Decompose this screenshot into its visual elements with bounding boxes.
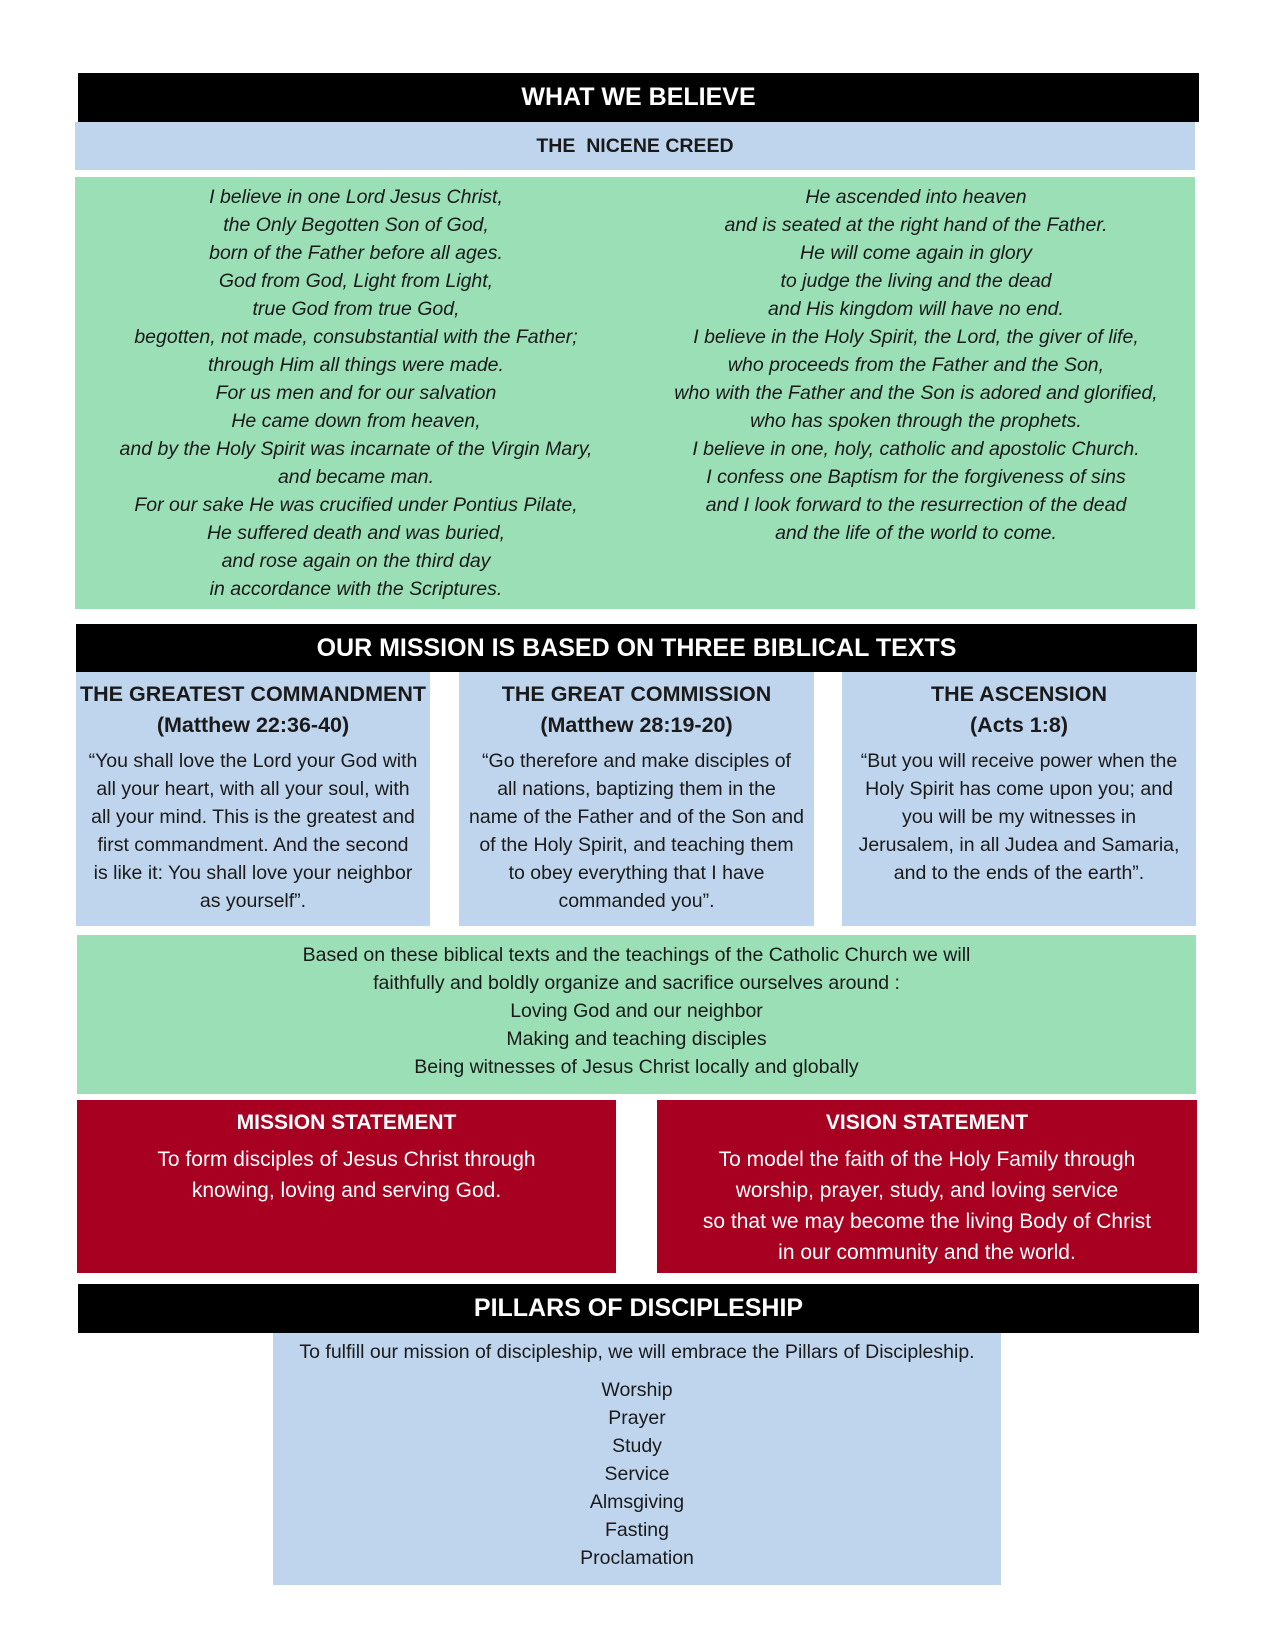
quote-line: of the Holy Spirit, and teaching them [479, 834, 794, 856]
pillars-header: PILLARS OF DISCIPLESHIP [78, 1284, 1199, 1333]
creed-left-column: I believe in one Lord Jesus Christ, the … [75, 183, 637, 603]
quote-line: to obey everything that I have [508, 862, 765, 884]
creed-line: and is seated at the right hand of the F… [724, 214, 1108, 236]
text-reference: (Acts 1:8) [970, 713, 1068, 737]
creed-line: For us men and for our salvation [215, 382, 497, 404]
quote-line: “But you will receive power when the [860, 750, 1178, 772]
creed-line: He came down from heaven, [231, 410, 481, 432]
mission-statement-text: To form disciples of Jesus Christ throug… [77, 1144, 616, 1206]
nicene-creed-panel: I believe in one Lord Jesus Christ, the … [75, 177, 1195, 609]
statement-line: To form disciples of Jesus Christ throug… [157, 1148, 536, 1171]
creed-line: in accordance with the Scriptures. [209, 578, 503, 600]
text-heading: THE ASCENSION [931, 682, 1107, 706]
summary-line: Based on these biblical texts and the te… [302, 944, 971, 966]
pillar-item: Almsgiving [589, 1491, 685, 1513]
summary-line: Being witnesses of Jesus Christ locally … [414, 1056, 859, 1078]
statement-line: To model the faith of the Holy Family th… [718, 1148, 1136, 1171]
quote-line: and to the ends of the earth”. [893, 862, 1145, 884]
creed-line: who with the Father and the Son is adore… [674, 382, 1158, 404]
text-quote: “But you will receive power when the Hol… [842, 747, 1196, 887]
text-reference: (Matthew 22:36-40) [156, 713, 350, 737]
quote-line: all nations, baptizing them in the [497, 778, 776, 800]
what-we-believe-header: WHAT WE BELIEVE [78, 73, 1199, 122]
creed-line: to judge the living and the dead [780, 270, 1052, 292]
ascension-box: THE ASCENSION (Acts 1:8) “But you will r… [842, 672, 1196, 926]
creed-line: I believe in the Holy Spirit, the Lord, … [693, 326, 1139, 348]
creed-line: and became man. [277, 466, 435, 488]
great-commission-box: THE GREAT COMMISSION (Matthew 28:19-20) … [459, 672, 814, 926]
quote-line: name of the Father and of the Son and [469, 806, 804, 828]
quote-line: is like it: You shall love your neighbor [93, 862, 413, 884]
creed-line: I confess one Baptism for the forgivenes… [706, 466, 1126, 488]
summary-line: Making and teaching disciples [506, 1028, 767, 1050]
statement-line: so that we may become the living Body of… [702, 1210, 1152, 1233]
mission-texts-title: OUR MISSION IS BASED ON THREE BIBLICAL T… [316, 633, 957, 662]
creed-right-column: He ascended into heaven and is seated at… [637, 183, 1195, 547]
quote-line: “Go therefore and make disciples of [482, 750, 791, 772]
creed-line: and I look forward to the resurrection o… [705, 494, 1127, 516]
nicene-creed-header: THE NICENE CREED [75, 122, 1195, 170]
mission-statement-heading: MISSION STATEMENT [236, 1111, 457, 1134]
mission-texts-header: OUR MISSION IS BASED ON THREE BIBLICAL T… [76, 624, 1197, 672]
creed-line: He ascended into heaven [805, 186, 1027, 208]
creed-line: I believe in one Lord Jesus Christ, [209, 186, 503, 208]
creed-line: and by the Holy Spirit was incarnate of … [119, 438, 593, 460]
creed-line: and rose again on the third day [221, 550, 491, 572]
text-quote: “Go therefore and make disciples of all … [459, 747, 814, 915]
quote-line: you will be my witnesses in [901, 806, 1137, 828]
mission-summary-panel: Based on these biblical texts and the te… [77, 935, 1196, 1094]
text-heading: THE GREAT COMMISSION [501, 682, 772, 706]
pillars-panel: To fulfill our mission of discipleship, … [273, 1333, 1001, 1585]
pillars-list: Worship Prayer Study Service Almsgiving … [273, 1376, 1001, 1572]
pillar-item: Study [612, 1435, 662, 1457]
quote-line: Holy Spirit has come upon you; and [865, 778, 1173, 800]
creed-line: God from God, Light from Light, [218, 270, 494, 292]
creed-line: who proceeds from the Father and the Son… [727, 354, 1105, 376]
quote-line: as yourself”. [199, 890, 307, 912]
creed-line: He will come again in glory [800, 242, 1032, 264]
creed-line: He suffered death and was buried, [206, 522, 506, 544]
pillars-title: PILLARS OF DISCIPLESHIP [473, 1294, 804, 1322]
pillar-item: Proclamation [580, 1547, 694, 1569]
quote-line: all your mind. This is the greatest and [91, 806, 415, 828]
text-reference: (Matthew 28:19-20) [540, 713, 733, 737]
creed-line: the Only Begotten Son of God, [223, 214, 489, 236]
vision-statement-box: VISION STATEMENT To model the faith of t… [657, 1100, 1197, 1273]
what-we-believe-title: WHAT WE BELIEVE [521, 83, 756, 111]
pillar-item: Worship [601, 1379, 673, 1401]
text-quote: “You shall love the Lord your God with a… [76, 747, 430, 915]
pillar-item: Fasting [605, 1519, 669, 1541]
pillar-item: Service [604, 1463, 670, 1485]
creed-line: through Him all things were made. [208, 354, 504, 376]
statement-line: worship, prayer, study, and loving servi… [735, 1179, 1119, 1202]
quote-line: Jerusalem, in all Judea and Samaria, [858, 834, 1180, 856]
creed-line: who has spoken through the prophets. [750, 410, 1082, 432]
statement-line: knowing, loving and serving God. [191, 1179, 502, 1202]
creed-line: For our sake He was crucified under Pont… [134, 494, 578, 516]
creed-line: true God from true God, [252, 298, 460, 320]
vision-statement-text: To model the faith of the Holy Family th… [657, 1144, 1197, 1268]
summary-line: faithfully and boldly organize and sacri… [373, 972, 900, 994]
creed-line: born of the Father before all ages. [209, 242, 503, 264]
creed-line: I believe in one, holy, catholic and apo… [692, 438, 1140, 460]
vision-statement-heading: VISION STATEMENT [825, 1111, 1029, 1134]
text-heading: THE GREATEST COMMANDMENT [80, 682, 426, 706]
quote-line: first commandment. And the second [97, 834, 409, 856]
quote-line: commanded you”. [558, 890, 715, 912]
pillar-item: Prayer [608, 1407, 666, 1429]
quote-line: “You shall love the Lord your God with [88, 750, 418, 772]
creed-line: and the life of the world to come. [775, 522, 1057, 544]
pillars-intro: To fulfill our mission of discipleship, … [299, 1341, 975, 1363]
creed-line: and His kingdom will have no end. [768, 298, 1064, 320]
quote-line: all your heart, with all your soul, with [96, 778, 410, 800]
statement-line: in our community and the world. [778, 1241, 1076, 1264]
nicene-creed-title: THE NICENE CREED [536, 134, 734, 157]
greatest-commandment-box: THE GREATEST COMMANDMENT (Matthew 22:36-… [76, 672, 430, 926]
creed-line: begotten, not made, consubstantial with … [134, 326, 578, 348]
mission-statement-box: MISSION STATEMENT To form disciples of J… [77, 1100, 616, 1273]
summary-line: Loving God and our neighbor [510, 1000, 763, 1022]
